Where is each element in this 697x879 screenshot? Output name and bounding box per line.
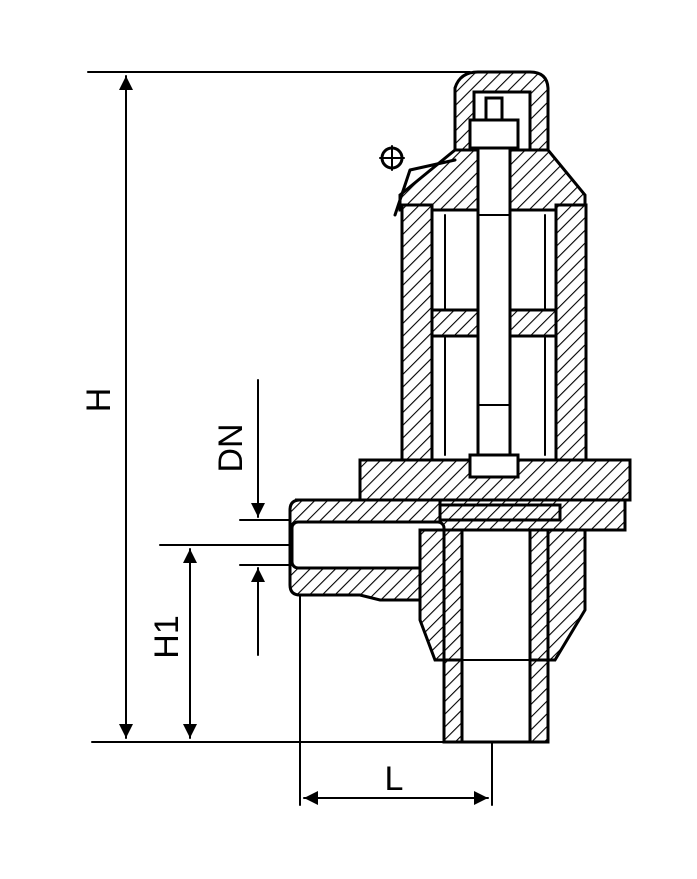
bonnet-left-wall: [400, 203, 434, 465]
lever-arm: [393, 158, 457, 217]
nozzle-bore: [460, 528, 532, 744]
valve-stem: [476, 138, 512, 502]
bonnet-right-wall: [554, 203, 588, 465]
valve-body: [288, 70, 632, 744]
top-nut: [468, 118, 520, 150]
stem-tip: [484, 96, 504, 122]
spigot-left: [442, 658, 464, 744]
H1-label: H1: [148, 615, 186, 658]
H-label: H: [80, 388, 118, 413]
disc-nut: [468, 453, 520, 479]
dimension-lines: H DN H1 L: [80, 71, 493, 806]
L-label: L: [385, 760, 404, 798]
body-flange-upper: [358, 458, 632, 502]
DN-label: DN: [212, 423, 250, 472]
spigot-right: [528, 658, 550, 744]
